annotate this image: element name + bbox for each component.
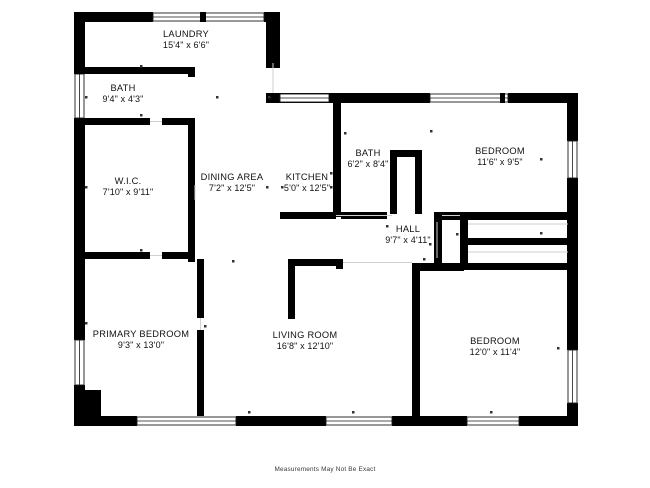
window-bedroom-bottom-right (567, 349, 578, 404)
measurement-ticks (85, 65, 560, 414)
window-bedroom-bottom (466, 416, 520, 426)
interior-doors (150, 63, 568, 330)
window-laundry-top (152, 12, 265, 22)
window-primary-bedroom-bottom (136, 416, 237, 426)
interior-walls (74, 63, 568, 416)
window-kitchen-top (279, 93, 330, 103)
window-bedroom-top (429, 93, 509, 103)
window-bedroom-top-right (567, 140, 578, 179)
exterior-windows (74, 12, 578, 426)
disclaimer-note: Measurements May Not Be Exact (274, 466, 376, 473)
window-living-room-bottom (325, 416, 393, 426)
window-bath-left (74, 73, 85, 119)
window-primary-bedroom-left (74, 339, 85, 386)
exterior-walls (74, 12, 578, 426)
